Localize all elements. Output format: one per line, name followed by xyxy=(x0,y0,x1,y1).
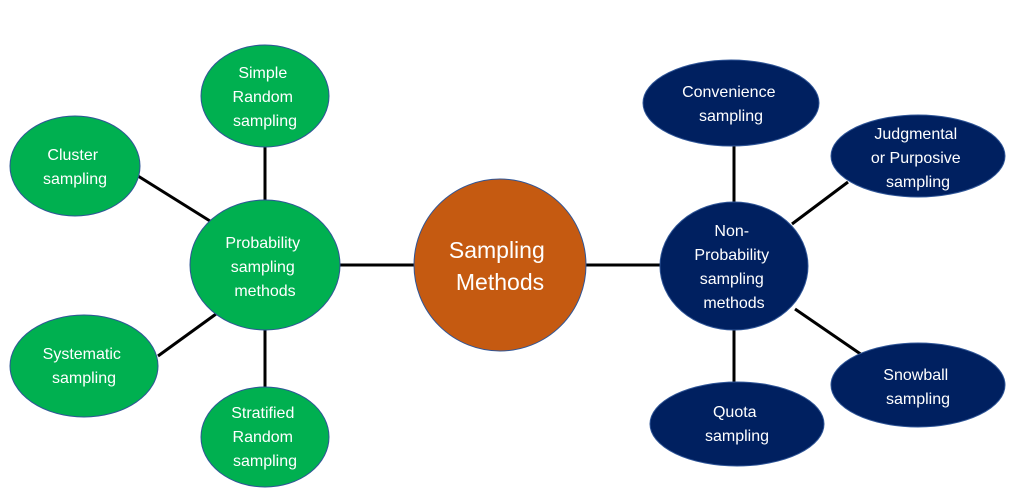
center-node-label-line: Sampling xyxy=(449,237,545,263)
connector-probability-to-cluster xyxy=(137,174,211,223)
probability-child-cluster: Cluster sampling xyxy=(9,115,141,217)
probability-child-label: Systematic sampling xyxy=(43,346,126,387)
probability-child-label-line: Systematic xyxy=(43,346,121,363)
probability-child-label-line: sampling xyxy=(52,370,116,387)
probability-hub-label-line: methods xyxy=(234,283,295,300)
non-probability-child-label-line: sampling xyxy=(705,428,769,445)
probability-child-shape xyxy=(200,44,330,148)
connector-non-probability-to-snowball xyxy=(794,307,863,357)
probability-child-label-line: Simple xyxy=(238,65,287,82)
non-probability-hub-label-line: sampling xyxy=(700,271,764,288)
connector-probability-to-systematic xyxy=(157,312,217,358)
non-probability-child-label-line: Convenience xyxy=(682,84,776,101)
probability-child-label-line: Cluster xyxy=(47,147,98,164)
non-probability-child-label-line: sampling xyxy=(886,174,950,191)
probability-hub-shape xyxy=(189,199,341,331)
probability-child-label-line: Random xyxy=(233,429,293,446)
non-probability-child-label-line: Judgmental xyxy=(874,126,957,143)
non-probability-child-shape xyxy=(642,59,820,147)
probability-child-label-line: Stratified xyxy=(231,405,294,422)
non-probability-child-label-line: or Purposive xyxy=(871,150,961,167)
connectors xyxy=(137,146,863,389)
non-probability-hub-label-line: methods xyxy=(703,295,764,312)
probability-hub-node: Probability sampling methods xyxy=(189,199,341,331)
center-node-label-line: Methods xyxy=(456,269,544,295)
probability-child-label-line: sampling xyxy=(43,171,107,188)
non-probability-child-label: Judgmental or Purposive sampling xyxy=(871,126,965,191)
probability-child-label: Simple Random sampling xyxy=(233,65,298,130)
non-probability-child-label-line: sampling xyxy=(886,391,950,408)
non-probability-hub-node: Non- Probability sampling methods xyxy=(659,201,809,331)
non-probability-child-snowball: Snowball sampling xyxy=(830,342,1006,428)
non-probability-child-convenience: Convenience sampling xyxy=(642,59,820,147)
center-node-label: Sampling Methods xyxy=(449,237,551,295)
center-node: Sampling Methods xyxy=(413,178,587,352)
non-probability-child-label: Convenience sampling xyxy=(682,84,780,125)
non-probability-child-shape xyxy=(830,342,1006,428)
center-node-shape xyxy=(413,178,587,352)
non-probability-hub-label-line: Probability xyxy=(694,247,769,264)
non-probability-hub-label: Non- Probability sampling methods xyxy=(694,223,773,312)
probability-child-label-line: sampling xyxy=(233,113,297,130)
probability-child-label: Cluster sampling xyxy=(43,147,107,188)
non-probability-child-label: Snowball sampling xyxy=(883,367,952,408)
non-probability-child-label: Quota sampling xyxy=(705,404,769,445)
non-probability-hub-label-line: Non- xyxy=(714,223,749,240)
probability-child-stratified-random: Stratified Random sampling xyxy=(200,386,330,488)
probability-hub-label: Probability sampling methods xyxy=(225,235,304,300)
non-probability-child-label-line: Quota xyxy=(713,404,757,421)
probability-child-shape xyxy=(9,115,141,217)
non-probability-child-judgmental-purposive: Judgmental or Purposive sampling xyxy=(830,114,1006,198)
probability-child-label: Stratified Random sampling xyxy=(231,405,299,470)
non-probability-child-shape xyxy=(649,381,825,467)
probability-child-simple-random: Simple Random sampling xyxy=(200,44,330,148)
probability-hub-label-line: sampling xyxy=(231,259,295,276)
probability-child-systematic: Systematic sampling xyxy=(9,314,159,418)
connector-non-probability-to-judgmental xyxy=(791,180,849,226)
probability-hub-label-line: Probability xyxy=(225,235,300,252)
probability-child-shape xyxy=(9,314,159,418)
non-probability-child-label-line: Snowball xyxy=(883,367,948,384)
non-probability-child-quota: Quota sampling xyxy=(649,381,825,467)
probability-child-label-line: sampling xyxy=(233,453,297,470)
probability-child-label-line: Random xyxy=(233,89,293,106)
non-probability-child-shape xyxy=(830,114,1006,198)
probability-child-shape xyxy=(200,386,330,488)
non-probability-hub-shape xyxy=(659,201,809,331)
non-probability-child-label-line: sampling xyxy=(699,108,763,125)
